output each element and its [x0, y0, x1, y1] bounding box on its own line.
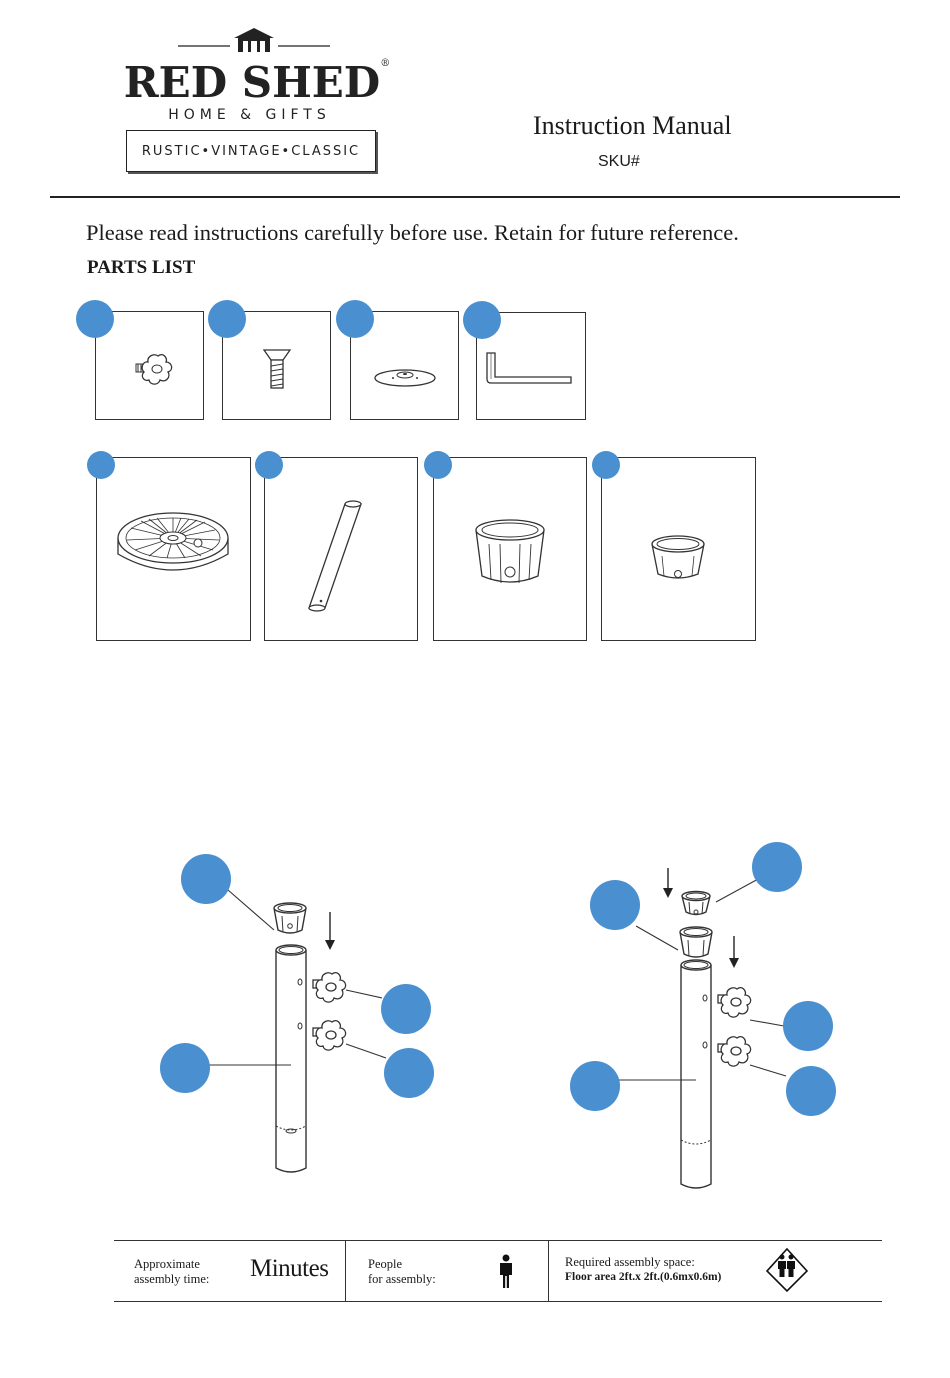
part-card-base — [96, 457, 251, 641]
brand-name: RED SHED® — [122, 58, 392, 107]
part-badge-7 — [424, 451, 452, 479]
assembly-time-label: Approximate assembly time: — [134, 1257, 209, 1287]
part-badge-6 — [255, 451, 283, 479]
part-badge-5 — [87, 451, 115, 479]
instructions-notice: Please read instructions carefully befor… — [86, 220, 739, 246]
logo — [118, 22, 390, 62]
callout-badge-knob-upper — [381, 984, 431, 1034]
callout-badge-knob-lower-2 — [786, 1066, 836, 1116]
part-badge-3 — [336, 300, 374, 338]
part-card-pole — [264, 457, 418, 641]
brand-tagline-box: RUSTIC•VINTAGE•CLASSIC — [126, 130, 376, 172]
part-badge-4 — [463, 301, 501, 339]
callout-badge-knob-lower — [384, 1048, 434, 1098]
part-card-large-adapter — [433, 457, 587, 641]
two-person-space-icon — [765, 1247, 809, 1293]
knob-screw-icon — [96, 312, 203, 419]
assembly-space-cell: Required assembly space: Floor area 2ft.… — [549, 1241, 882, 1301]
assembly-space-value: Floor area 2ft.x 2ft.(0.6mx0.6m) — [565, 1270, 721, 1285]
assembly-space-label: Required assembly space: — [565, 1255, 695, 1270]
part-badge-1 — [76, 300, 114, 338]
assembly-time-cell: Approximate assembly time: Minutes — [114, 1241, 345, 1301]
manual-title: Instruction Manual — [533, 111, 732, 141]
barn-icon — [118, 22, 390, 62]
callout-badge-adapter — [181, 854, 231, 904]
brand-subtitle: HOME & GIFTS — [122, 107, 377, 123]
people-cell: People for assembly: — [346, 1241, 548, 1301]
part-card-small-adapter — [601, 457, 756, 641]
brand-tagline: RUSTIC•VINTAGE•CLASSIC — [142, 144, 360, 159]
part-badge-8 — [592, 451, 620, 479]
people-label: People for assembly: — [368, 1257, 436, 1287]
header-divider — [50, 196, 900, 198]
callout-badge-pole — [160, 1043, 210, 1093]
callout-badge-small-adapter — [752, 842, 802, 892]
part-badge-2 — [208, 300, 246, 338]
umbrella-base-icon — [97, 458, 250, 640]
parts-list-heading: PARTS LIST — [87, 257, 195, 279]
callout-badge-large-adapter — [590, 880, 640, 930]
person-icon — [496, 1254, 516, 1290]
assembly-time-value: Minutes — [250, 1255, 328, 1283]
small-adapter-icon — [602, 458, 755, 640]
assembly-info-bar: Approximate assembly time: Minutes Peopl… — [114, 1240, 882, 1302]
callout-badge-knob-upper-2 — [783, 1001, 833, 1051]
callout-badge-pole-2 — [570, 1061, 620, 1111]
sku-label: SKU# — [598, 153, 640, 171]
pole-tube-icon — [265, 458, 417, 640]
large-adapter-icon — [434, 458, 586, 640]
